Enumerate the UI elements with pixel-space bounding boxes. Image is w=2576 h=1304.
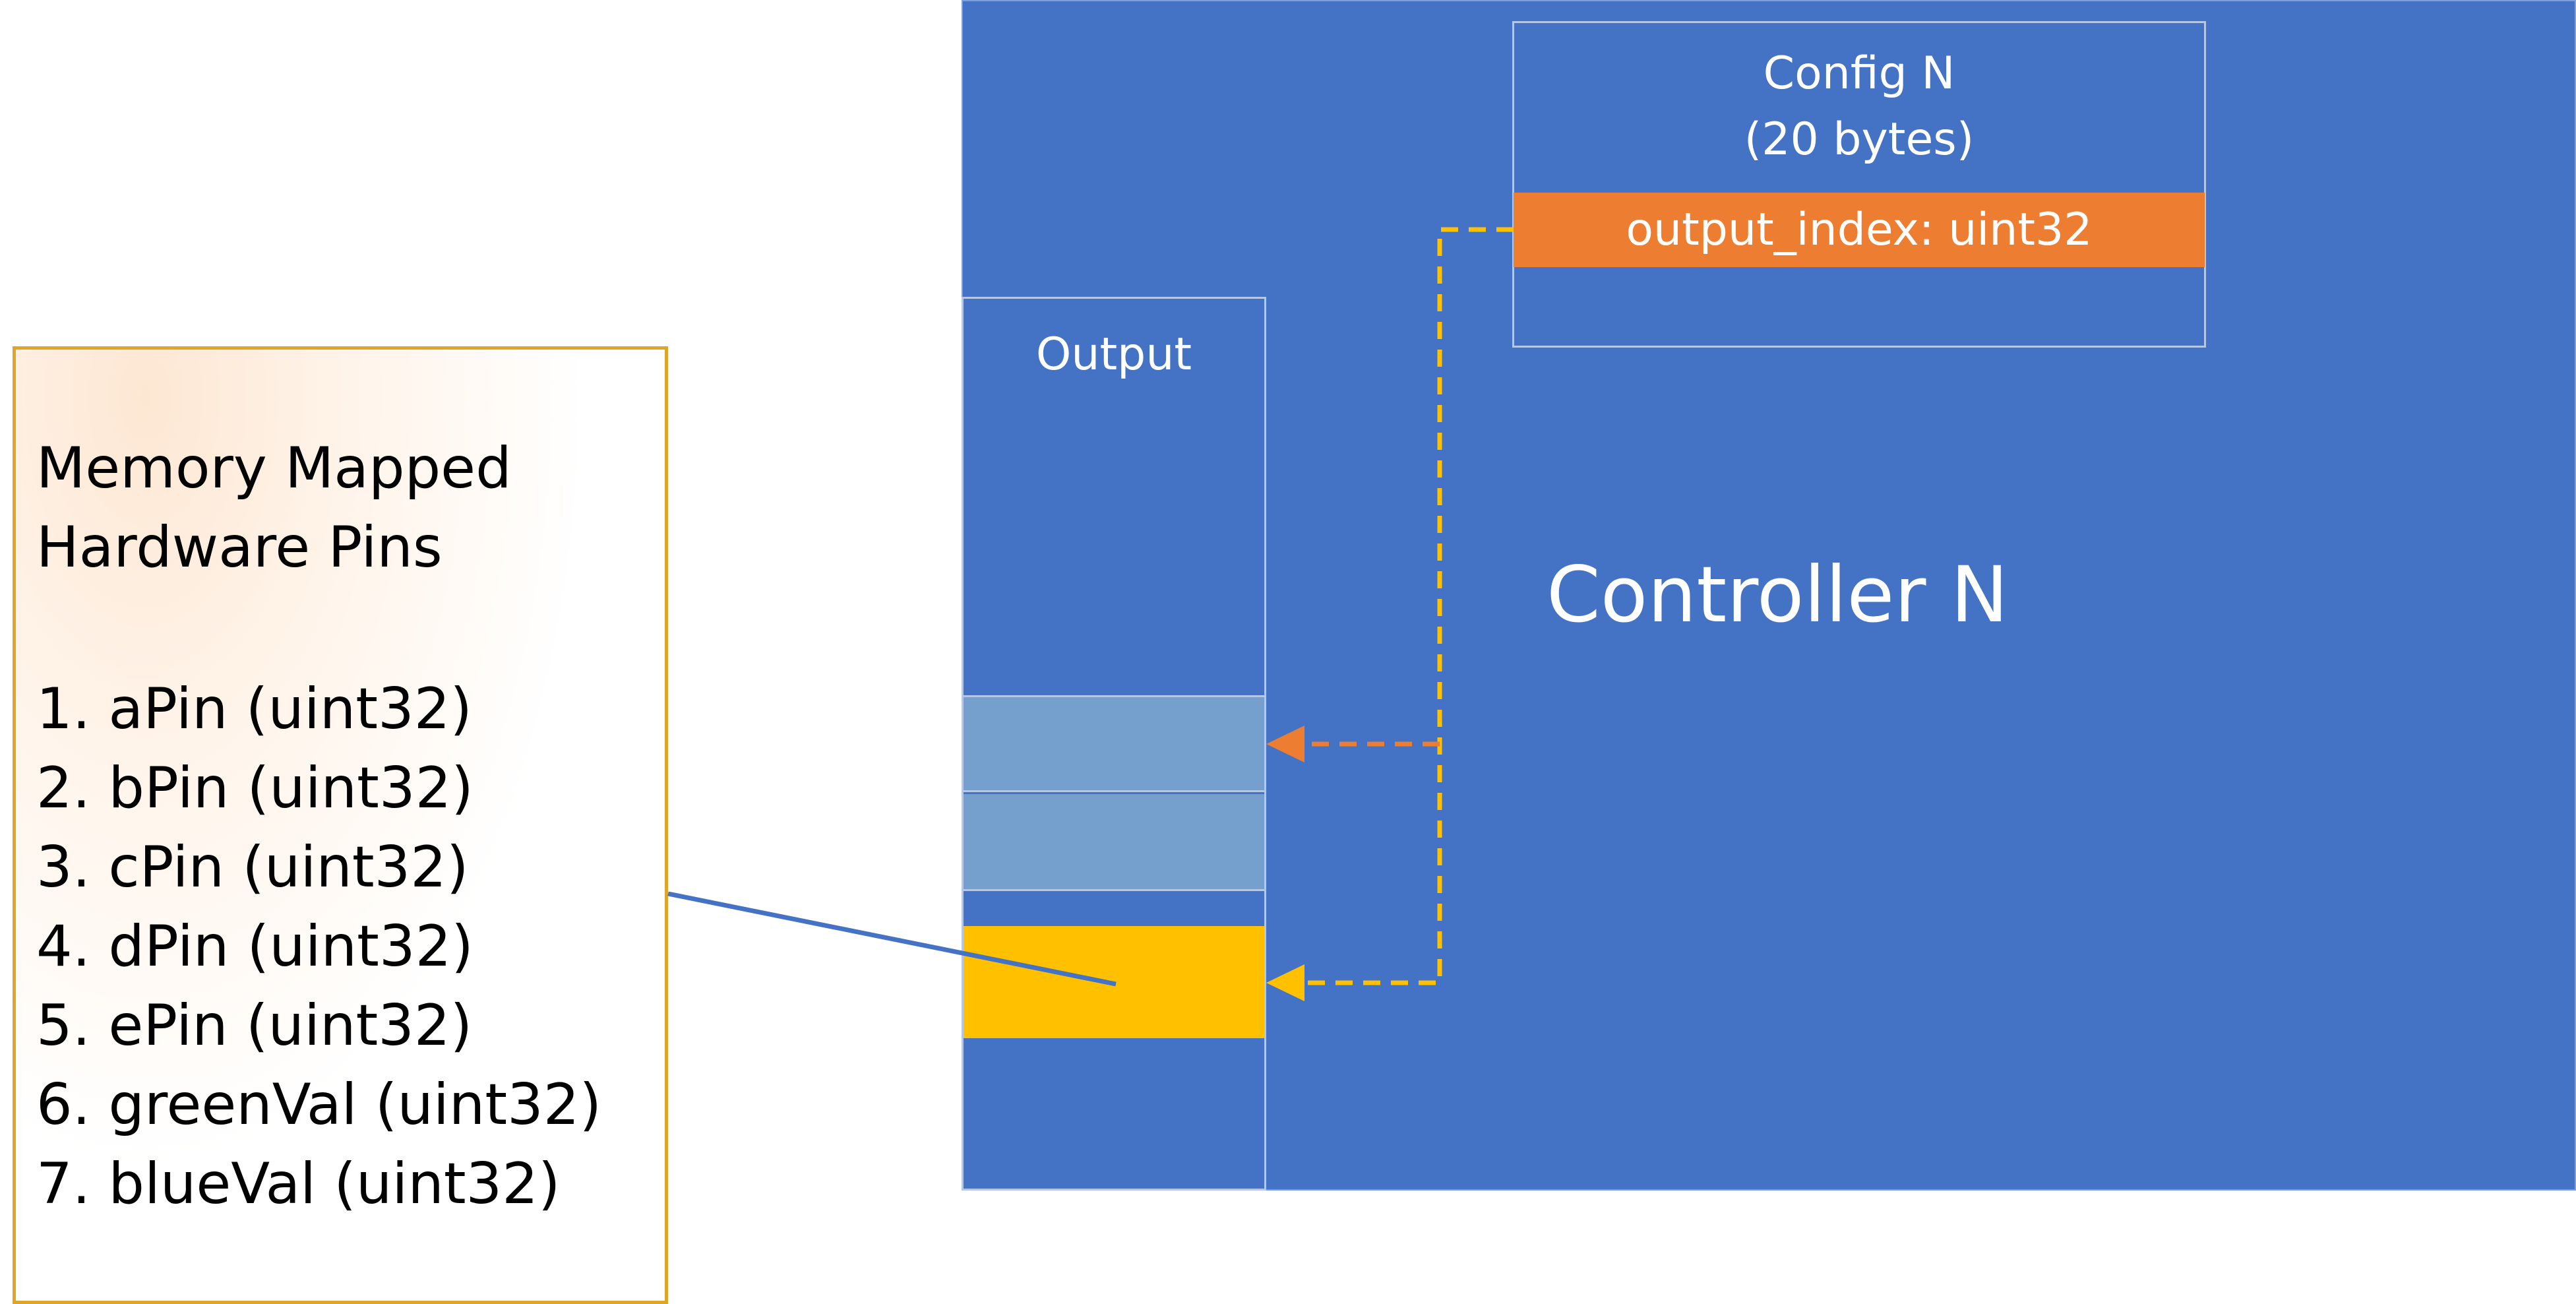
config-title: Config N (20 bytes) — [1744, 47, 1975, 166]
output-slot-selected — [964, 926, 1264, 1038]
pin-item: 3. cPin (uint32) — [36, 834, 469, 900]
output-slot — [964, 794, 1264, 891]
pin-item: 6. greenVal (uint32) — [36, 1072, 602, 1138]
output-label: Output — [1035, 328, 1192, 381]
pin-item: 1. aPin (uint32) — [36, 676, 472, 742]
config-box — [1512, 21, 2206, 348]
controller-label: Controller N — [1547, 549, 2009, 640]
pin-item: 5. ePin (uint32) — [36, 993, 473, 1059]
output-slot — [964, 695, 1264, 792]
output-index-field: output_index: uint32 — [1514, 193, 2205, 267]
pin-item: 2. bPin (uint32) — [36, 755, 474, 821]
pin-item: 4. dPin (uint32) — [36, 914, 474, 979]
hardware-pins-list: 1. aPin (uint32) 2. bPin (uint32) 3. cPi… — [36, 669, 643, 1237]
pin-item: 7. blueVal (uint32) — [36, 1151, 561, 1217]
hardware-pins-box — [13, 346, 668, 1304]
hardware-pins-title: Memory Mapped Hardware Pins — [36, 435, 512, 580]
